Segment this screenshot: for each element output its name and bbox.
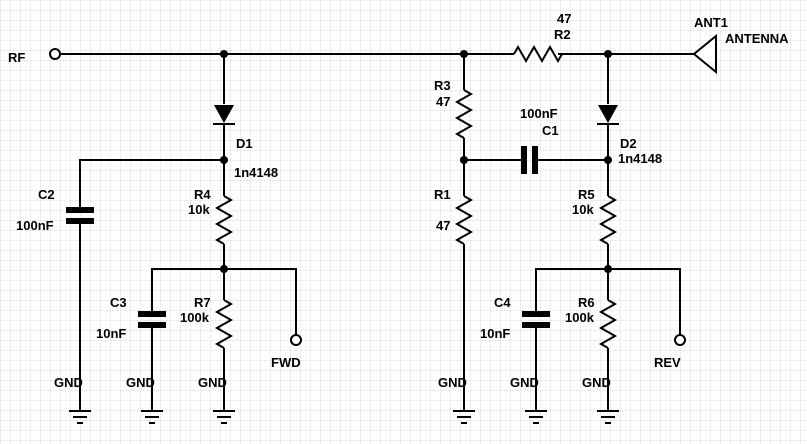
c2-value: 100nF <box>16 218 54 233</box>
gnd-label: GND <box>126 375 155 390</box>
rf-port[interactable] <box>49 48 61 60</box>
gnd-symbol <box>213 410 235 424</box>
c4-capacitor[interactable] <box>522 311 550 328</box>
gnd-label: GND <box>438 375 467 390</box>
d2-value: 1n4148 <box>618 151 662 166</box>
ant1-antenna[interactable] <box>692 33 717 75</box>
gnd-symbol <box>597 410 619 424</box>
c1-ref: C1 <box>542 123 559 138</box>
wire <box>79 159 224 207</box>
r1-resistor[interactable] <box>454 195 474 245</box>
r5-value: 10k <box>572 202 594 217</box>
r6-value: 100k <box>565 310 595 325</box>
r3-value: 47 <box>436 94 450 109</box>
r7-resistor[interactable] <box>214 299 234 349</box>
junction-dot <box>604 265 612 273</box>
gnd-symbol <box>525 410 547 424</box>
r7-ref: R7 <box>194 295 211 310</box>
junction-dot <box>220 156 228 164</box>
junction-dot <box>220 265 228 273</box>
r1-value: 47 <box>436 218 450 233</box>
gnd-label: GND <box>54 375 83 390</box>
r4-value: 10k <box>188 202 210 217</box>
r3-resistor[interactable] <box>454 89 474 139</box>
gnd-label: GND <box>198 375 227 390</box>
r6-ref: R6 <box>578 295 595 310</box>
gnd-symbol <box>141 410 163 424</box>
fwd-label: FWD <box>271 355 301 370</box>
ant1-value: ANTENNA <box>725 31 789 46</box>
rev-label: REV <box>654 355 681 370</box>
c2-ref: C2 <box>38 187 55 202</box>
gnd-symbol <box>69 410 91 424</box>
r7-value: 100k <box>180 310 210 325</box>
c4-ref: C4 <box>494 295 511 310</box>
gnd-label: GND <box>510 375 539 390</box>
c3-capacitor[interactable] <box>138 311 166 328</box>
r1-ref: R1 <box>434 187 451 202</box>
fwd-port[interactable] <box>290 334 302 346</box>
d1-value: 1n4148 <box>234 165 278 180</box>
r5-ref: R5 <box>578 187 595 202</box>
r2-value: 47 <box>557 11 571 26</box>
c4-value: 10nF <box>480 326 510 341</box>
r5-resistor[interactable] <box>598 195 618 245</box>
r4-ref: R4 <box>194 187 211 202</box>
rev-port[interactable] <box>674 334 686 346</box>
c1-capacitor[interactable] <box>521 146 538 174</box>
ant1-ref: ANT1 <box>694 15 728 30</box>
c1-value: 100nF <box>520 106 558 121</box>
junction-dot <box>604 156 612 164</box>
r4-resistor[interactable] <box>214 195 234 245</box>
c2-capacitor[interactable] <box>66 207 94 224</box>
c3-ref: C3 <box>110 295 127 310</box>
gnd-label: GND <box>582 375 611 390</box>
d1-ref: D1 <box>236 136 253 151</box>
r2-ref: R2 <box>554 27 571 42</box>
gnd-symbol <box>453 410 475 424</box>
r3-ref: R3 <box>434 78 451 93</box>
rf-label: RF <box>8 50 25 65</box>
r2-resistor[interactable] <box>513 44 563 64</box>
c3-value: 10nF <box>96 326 126 341</box>
d2-ref: D2 <box>620 136 637 151</box>
r6-resistor[interactable] <box>598 299 618 349</box>
